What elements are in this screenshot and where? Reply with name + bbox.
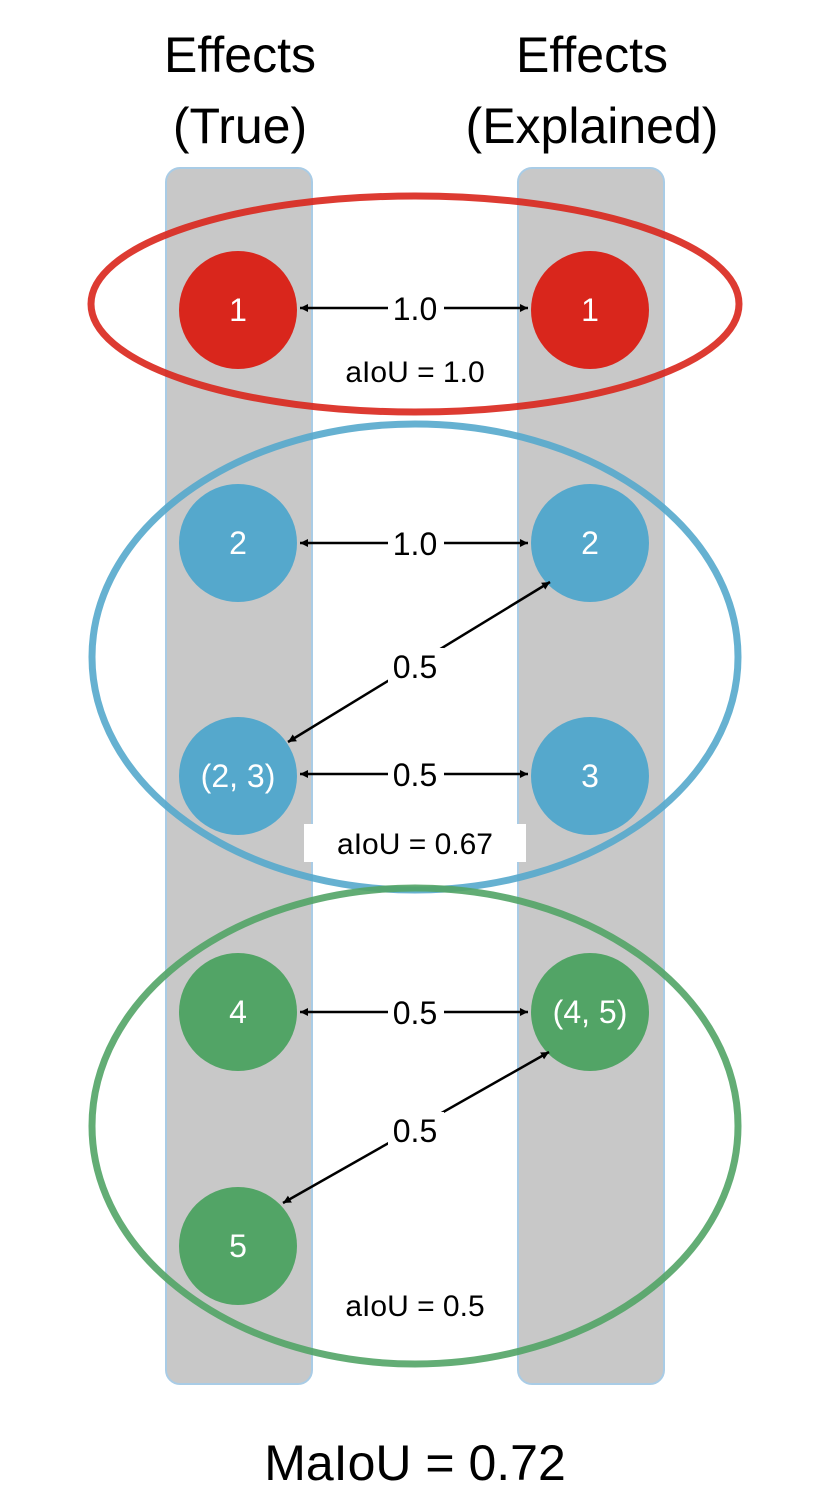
edge-label-t2-e2: 1.0 xyxy=(393,526,437,562)
aiou-label-green: aIoU = 0.5 xyxy=(345,1290,484,1323)
explained-effect-node-2 xyxy=(531,484,649,602)
edge-label-t1-e1: 1.0 xyxy=(393,291,437,327)
aiou-bg-green xyxy=(316,1286,514,1324)
explained-effect-node-3 xyxy=(531,717,649,835)
explained-node-4-5-label: (4, 5) xyxy=(553,994,628,1030)
true-column-title-line1: Effects xyxy=(164,27,316,83)
explained-node-3-label: 3 xyxy=(581,758,599,794)
true-node-5-label: 5 xyxy=(229,1228,247,1264)
edge-label-t5-e45: 0.5 xyxy=(393,1113,437,1149)
true-node-4-label: 4 xyxy=(229,994,247,1030)
true-effect-node-1 xyxy=(179,251,297,369)
edge-label-t23-e3: 0.5 xyxy=(393,757,437,793)
true-effect-node-2 xyxy=(179,484,297,602)
aiou-bg-red xyxy=(316,352,514,390)
aiou-label-red: aIoU = 1.0 xyxy=(345,356,484,389)
true-effect-node-5 xyxy=(179,1187,297,1305)
explained-effect-node-4-5 xyxy=(531,953,649,1071)
true-effect-node-2-3 xyxy=(179,717,297,835)
true-column-title-line2: (True) xyxy=(173,98,307,154)
edge-label-t4-e45: 0.5 xyxy=(393,995,437,1031)
true-node-2-3-label: (2, 3) xyxy=(201,758,276,794)
edge-label-bg-t4-e45 xyxy=(388,994,444,1030)
explained-node-2-label: 2 xyxy=(581,525,599,561)
edge-label-bg-t5-e45 xyxy=(388,1112,444,1148)
red-group-ellipse xyxy=(87,192,743,416)
aiou-bg-blue xyxy=(304,824,526,862)
edge-label-bg-t23-e2 xyxy=(388,648,444,684)
edge-label-bg-t23-e3 xyxy=(388,756,444,792)
edge-label-t23-e2: 0.5 xyxy=(393,649,437,685)
explained-column-title-line1: Effects xyxy=(516,27,668,83)
edge-label-bg-t1-e1 xyxy=(388,290,444,326)
green-group-ellipse xyxy=(88,884,742,1368)
true-effect-node-4 xyxy=(179,953,297,1071)
true-node-2-label: 2 xyxy=(229,525,247,561)
aiou-label-blue: aIoU = 0.67 xyxy=(337,828,493,861)
maiou-summary: MaIoU = 0.72 xyxy=(264,1435,566,1491)
explained-effect-node-1 xyxy=(531,251,649,369)
explained-node-1-label: 1 xyxy=(581,292,599,328)
edge-label-bg-t2-e2 xyxy=(388,525,444,561)
true-node-1-label: 1 xyxy=(229,292,247,328)
explained-column-title-line2: (Explained) xyxy=(466,98,719,154)
